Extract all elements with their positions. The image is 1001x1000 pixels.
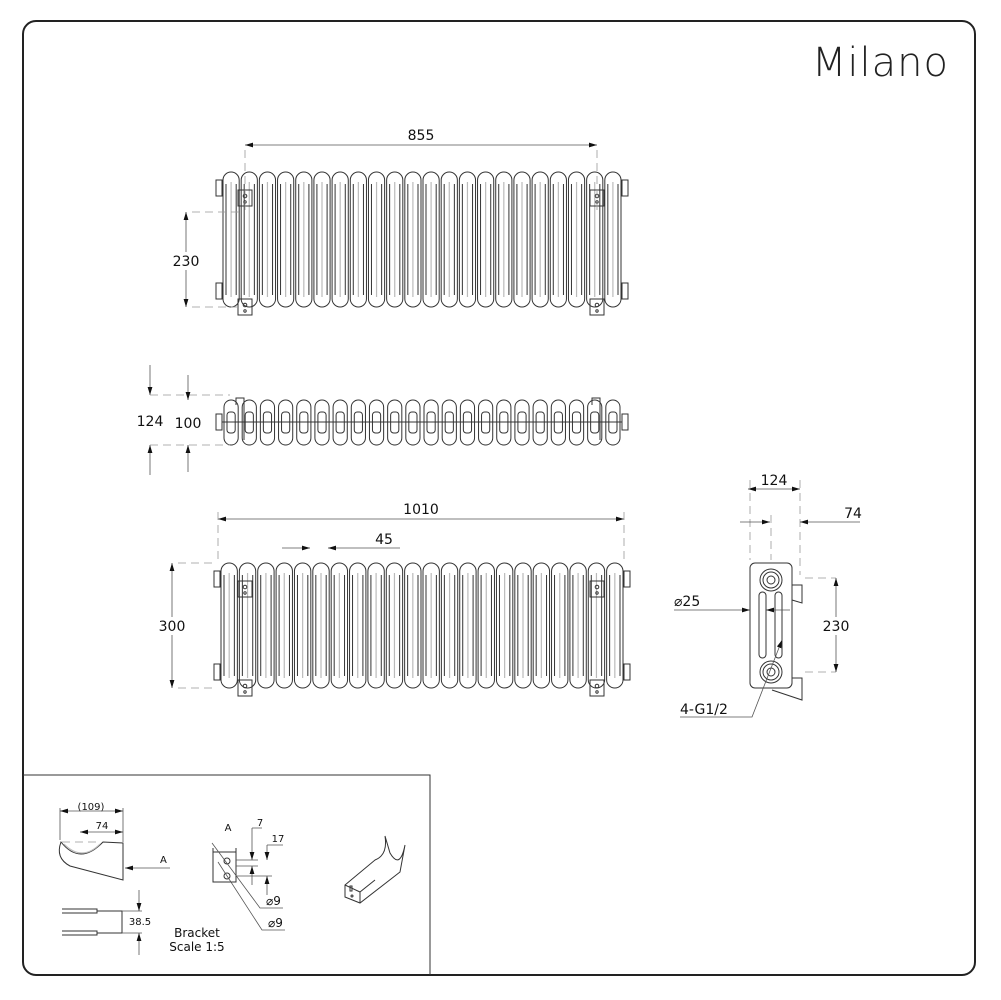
radiator-section bbox=[513, 171, 531, 308]
bracket-offset-label: 74 bbox=[96, 821, 109, 832]
bracket-plan-view bbox=[62, 908, 123, 936]
radiator-section bbox=[606, 562, 624, 689]
radiator-section bbox=[293, 562, 312, 689]
wall-bracket bbox=[589, 298, 605, 316]
bracket-side-view bbox=[58, 840, 124, 881]
hole-offset-7-label: 7 bbox=[257, 818, 263, 829]
dim-1010-label: 1010 bbox=[403, 502, 439, 518]
end-plug bbox=[215, 282, 223, 300]
radiator-section bbox=[275, 562, 293, 689]
radiator-section bbox=[220, 562, 238, 689]
radiator-front-view bbox=[215, 171, 629, 316]
radiator-front-view-full bbox=[213, 562, 631, 697]
radiator-side-view bbox=[749, 480, 836, 701]
radiator-section bbox=[258, 171, 277, 308]
drawing-frame bbox=[22, 20, 976, 976]
bracket-3d-view bbox=[344, 835, 406, 904]
radiator-section bbox=[514, 562, 532, 689]
dim-855-label: 855 bbox=[408, 128, 435, 144]
radiator-section bbox=[495, 171, 513, 308]
radiator-section bbox=[349, 171, 367, 308]
wall-bracket bbox=[237, 580, 253, 598]
radiator-section bbox=[385, 562, 404, 689]
radiator-section bbox=[349, 562, 367, 689]
radiator-section bbox=[531, 171, 549, 308]
radiator-section bbox=[257, 562, 275, 689]
radiator-section bbox=[422, 562, 440, 689]
radiator-section bbox=[367, 171, 386, 308]
view-marker-a: A bbox=[160, 855, 167, 866]
radiator-section bbox=[551, 562, 569, 689]
dim-74-label: 74 bbox=[844, 506, 862, 522]
radiator-section bbox=[459, 562, 477, 689]
radiator-section bbox=[440, 171, 458, 308]
end-plug bbox=[623, 570, 631, 588]
radiator-section bbox=[313, 171, 331, 308]
wall-bracket bbox=[589, 580, 605, 598]
end-plug bbox=[213, 570, 221, 588]
dim-230-label: 230 bbox=[173, 254, 200, 270]
end-plug bbox=[621, 282, 629, 300]
bracket-length-label: (109) bbox=[78, 802, 105, 813]
radiator-section bbox=[331, 171, 349, 308]
dim-45-label: 45 bbox=[375, 532, 393, 548]
radiator-section bbox=[404, 171, 422, 308]
dim-230-side-label: 230 bbox=[823, 619, 850, 635]
radiator-section bbox=[586, 171, 604, 308]
radiator-section bbox=[422, 171, 440, 308]
bracket-title: Bracket bbox=[174, 926, 220, 940]
end-plug bbox=[621, 179, 629, 197]
radiator-section bbox=[404, 562, 422, 689]
dim-side-124-label: 124 bbox=[761, 473, 788, 489]
connection-label: 4-G1/2 bbox=[680, 702, 728, 718]
radiator-section bbox=[238, 562, 257, 689]
radiator-section bbox=[495, 562, 514, 689]
hole-dia-2-label: ⌀9 bbox=[268, 916, 283, 930]
radiator-section bbox=[567, 171, 586, 308]
bracket-detail-panel bbox=[23, 774, 431, 975]
dim-diameter-25-label: ⌀25 bbox=[674, 594, 700, 610]
radiator-section bbox=[440, 562, 459, 689]
radiator-section bbox=[222, 171, 240, 308]
radiator-section bbox=[386, 171, 404, 308]
bracket-width-label: 38.5 bbox=[129, 917, 151, 928]
dim-300-label: 300 bbox=[159, 619, 186, 635]
radiator-section bbox=[367, 562, 385, 689]
brand-logo: Milano bbox=[811, 40, 949, 86]
radiator-section bbox=[532, 562, 551, 689]
radiator-section bbox=[569, 562, 587, 689]
bracket-scale: Scale 1:5 bbox=[169, 940, 224, 954]
radiator-section bbox=[240, 171, 258, 308]
end-plug bbox=[215, 179, 223, 197]
end-plug bbox=[623, 663, 631, 681]
radiator-section bbox=[549, 171, 567, 308]
radiator-section bbox=[587, 562, 606, 689]
hole-dia-1-label: ⌀9 bbox=[266, 894, 281, 908]
end-plug bbox=[213, 663, 221, 681]
radiator-section bbox=[277, 171, 295, 308]
radiator-section bbox=[477, 562, 495, 689]
bracket-top bbox=[235, 397, 245, 440]
dim-100-label: 100 bbox=[175, 416, 202, 432]
bracket-section-view bbox=[211, 842, 285, 931]
section-marker-a: A bbox=[225, 823, 232, 834]
radiator-section bbox=[604, 171, 622, 308]
radiator-section bbox=[295, 171, 313, 308]
hole-offset-17-label: 17 bbox=[272, 834, 285, 845]
radiator-section bbox=[477, 171, 495, 308]
radiator-section bbox=[312, 562, 330, 689]
radiator-top-view bbox=[215, 397, 629, 446]
dim-124-label: 124 bbox=[137, 414, 164, 430]
radiator-section bbox=[458, 171, 477, 308]
wall-bracket bbox=[237, 679, 253, 697]
radiator-section bbox=[330, 562, 349, 689]
bracket-top bbox=[591, 397, 601, 440]
wall-bracket bbox=[589, 679, 605, 697]
